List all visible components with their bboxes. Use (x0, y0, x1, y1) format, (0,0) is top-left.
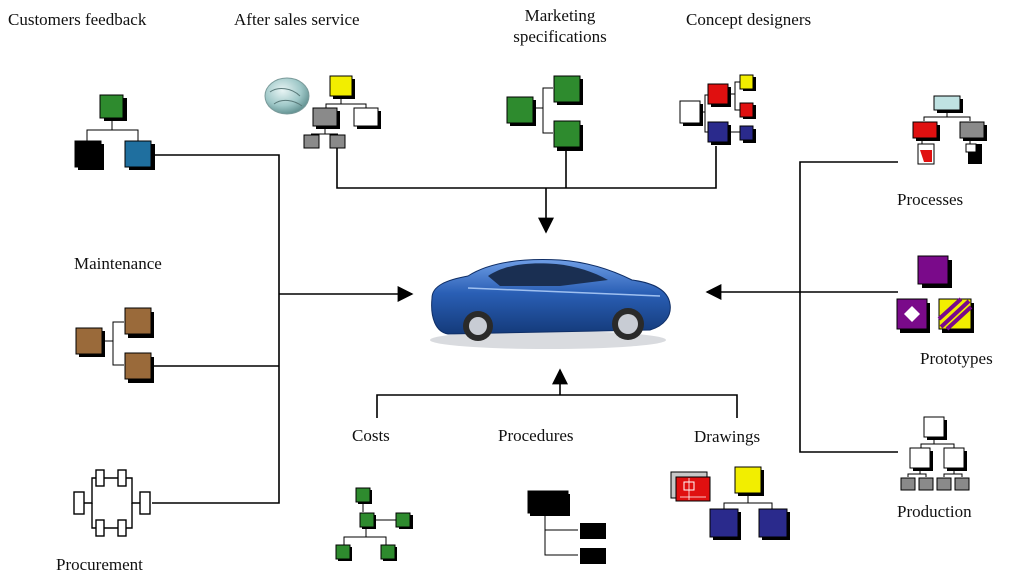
drawings-icon (670, 466, 790, 540)
label-procurement: Procurement (56, 555, 143, 574)
label-drawings: Drawings (694, 427, 761, 446)
label-customers-feedback: Customers feedback (8, 10, 147, 29)
label-prototypes: Prototypes (920, 349, 993, 368)
maintenance-icon (75, 307, 154, 383)
connector-bottom (376, 394, 738, 418)
processes-icon (912, 95, 987, 165)
connector-lines (152, 146, 898, 504)
label-after-sales-service: After sales service (234, 10, 360, 29)
label-costs: Costs (352, 426, 390, 445)
label-production: Production (897, 502, 972, 521)
procedures-icon (527, 490, 606, 564)
prototypes-icon (896, 255, 974, 333)
label-maintenance: Maintenance (74, 254, 162, 273)
car-image (430, 259, 671, 349)
connector-right (799, 161, 898, 453)
connector-procurement (152, 294, 280, 504)
connector-customers (152, 154, 280, 294)
costs-icon (335, 487, 413, 561)
label-procedures: Procedures (498, 426, 574, 445)
label-marketing-specifications: Marketing specifications (498, 5, 622, 48)
customers-feedback-icon (74, 94, 155, 170)
procurement-icon (73, 469, 151, 537)
concept-designers-icon (679, 74, 756, 145)
after-sales-service-icon (264, 75, 381, 149)
connector-top (336, 146, 717, 189)
label-processes: Processes (897, 190, 964, 209)
label-concept-designers: Concept designers (686, 10, 812, 29)
production-icon (900, 416, 970, 491)
marketing-specifications-icon (506, 75, 583, 151)
label-marketing-line1: Marketing (524, 6, 596, 25)
label-marketing-line2: specifications (513, 27, 607, 47)
